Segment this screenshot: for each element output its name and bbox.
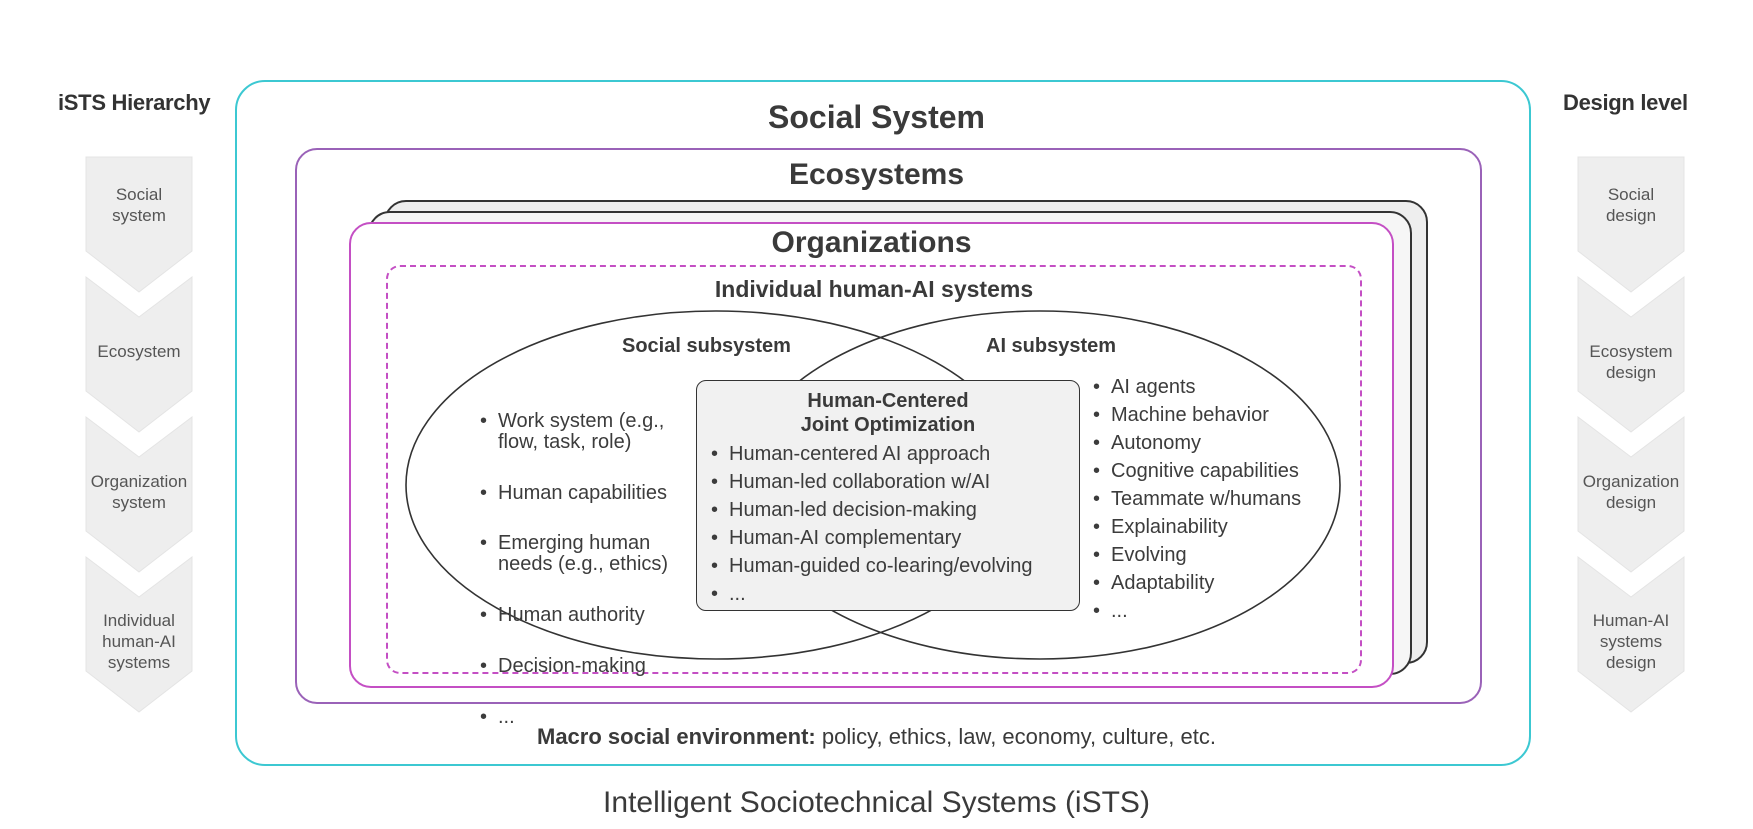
- list-item: Human-guided co-learing/evolving: [711, 555, 1071, 577]
- list-item: Evolving: [1093, 544, 1343, 566]
- list-item: Decision-making: [480, 655, 700, 677]
- organizations-title: Organizations: [771, 226, 972, 259]
- design-level-social: Social design: [1605, 185, 1657, 225]
- ai-subsystem-title: AI subsystem: [986, 335, 1117, 357]
- list-item: Cognitive capabilities: [1093, 460, 1343, 482]
- ecosystems-box: [295, 148, 1482, 704]
- macro-environment-label: Macro social environment:: [537, 724, 816, 749]
- social-system-title: Social System: [768, 99, 985, 135]
- chevron-ecosystem-design: [1577, 275, 1685, 433]
- list-item: Human-led decision-making: [711, 499, 1071, 521]
- chevron-social: [85, 156, 193, 293]
- design-level-organization: Organization design: [1582, 472, 1680, 512]
- list-item: AI agents: [1093, 376, 1343, 398]
- hierarchy-level-social: Social system: [112, 185, 166, 225]
- hierarchy-chevrons: [85, 156, 193, 713]
- list-item: Human-centered AI approach: [711, 443, 1071, 465]
- list-item: Autonomy: [1093, 432, 1343, 454]
- hierarchy-level-ecosystem: Ecosystem: [97, 342, 181, 361]
- list-item: Human authority: [480, 604, 700, 626]
- list-item: ...: [480, 706, 700, 728]
- chevron-organization-design: [1577, 415, 1685, 573]
- chevron-organization: [85, 415, 193, 573]
- social-system-box: [235, 80, 1531, 766]
- list-item: Human-led collaboration w/AI: [711, 471, 1071, 493]
- list-item: ...: [1093, 600, 1343, 622]
- list-item: Human capabilities: [480, 482, 700, 504]
- hierarchy-title: iSTS Hierarchy: [58, 90, 211, 115]
- chevron-ecosystem: [85, 275, 193, 433]
- design-level-ecosystem: Ecosystem design: [1589, 342, 1673, 382]
- macro-environment: Macro social environment: policy, ethics…: [0, 724, 1753, 750]
- design-level-human-ai: Human-AI systems design: [1592, 611, 1670, 672]
- list-item: Human-AI complementary: [711, 527, 1071, 549]
- chevron-human-ai-design: [1577, 555, 1685, 713]
- list-item: Machine behavior: [1093, 404, 1343, 426]
- list-item: Explainability: [1093, 516, 1343, 538]
- joint-optimization-list: Human-centered AI approach Human-led col…: [711, 443, 1071, 611]
- design-level-title: Design level: [1563, 90, 1688, 115]
- hierarchy-level-individual: Individual human-AI systems: [102, 611, 176, 672]
- social-subsystem-title: Social subsystem: [622, 335, 791, 357]
- individual-systems-box: [386, 265, 1362, 674]
- list-item: ...: [711, 583, 1071, 605]
- design-chevrons: [1577, 156, 1685, 713]
- macro-environment-text: policy, ethics, law, economy, culture, e…: [815, 724, 1216, 749]
- ecosystems-title: Ecosystems: [788, 158, 965, 191]
- list-item: Teammate w/humans: [1093, 488, 1343, 510]
- individual-systems-title: Individual human-AI systems: [714, 276, 1034, 302]
- social-subsystem-list: Work system (e.g., flow, task, role) Hum…: [480, 388, 700, 757]
- list-item: Emerging human needs (e.g., ethics): [480, 533, 700, 575]
- chevron-social-design: [1577, 156, 1685, 293]
- diagram-caption: Intelligent Sociotechnical Systems (iSTS…: [603, 786, 1150, 819]
- ai-subsystem-list: AI agents Machine behavior Autonomy Cogn…: [1093, 376, 1343, 628]
- hierarchy-level-organization: Organization system: [90, 472, 188, 512]
- joint-optimization-title: Human-Centered Joint Optimization: [800, 390, 976, 436]
- list-item: Adaptability: [1093, 572, 1343, 594]
- chevron-individual: [85, 555, 193, 713]
- list-item: Work system (e.g., flow, task, role): [480, 411, 700, 453]
